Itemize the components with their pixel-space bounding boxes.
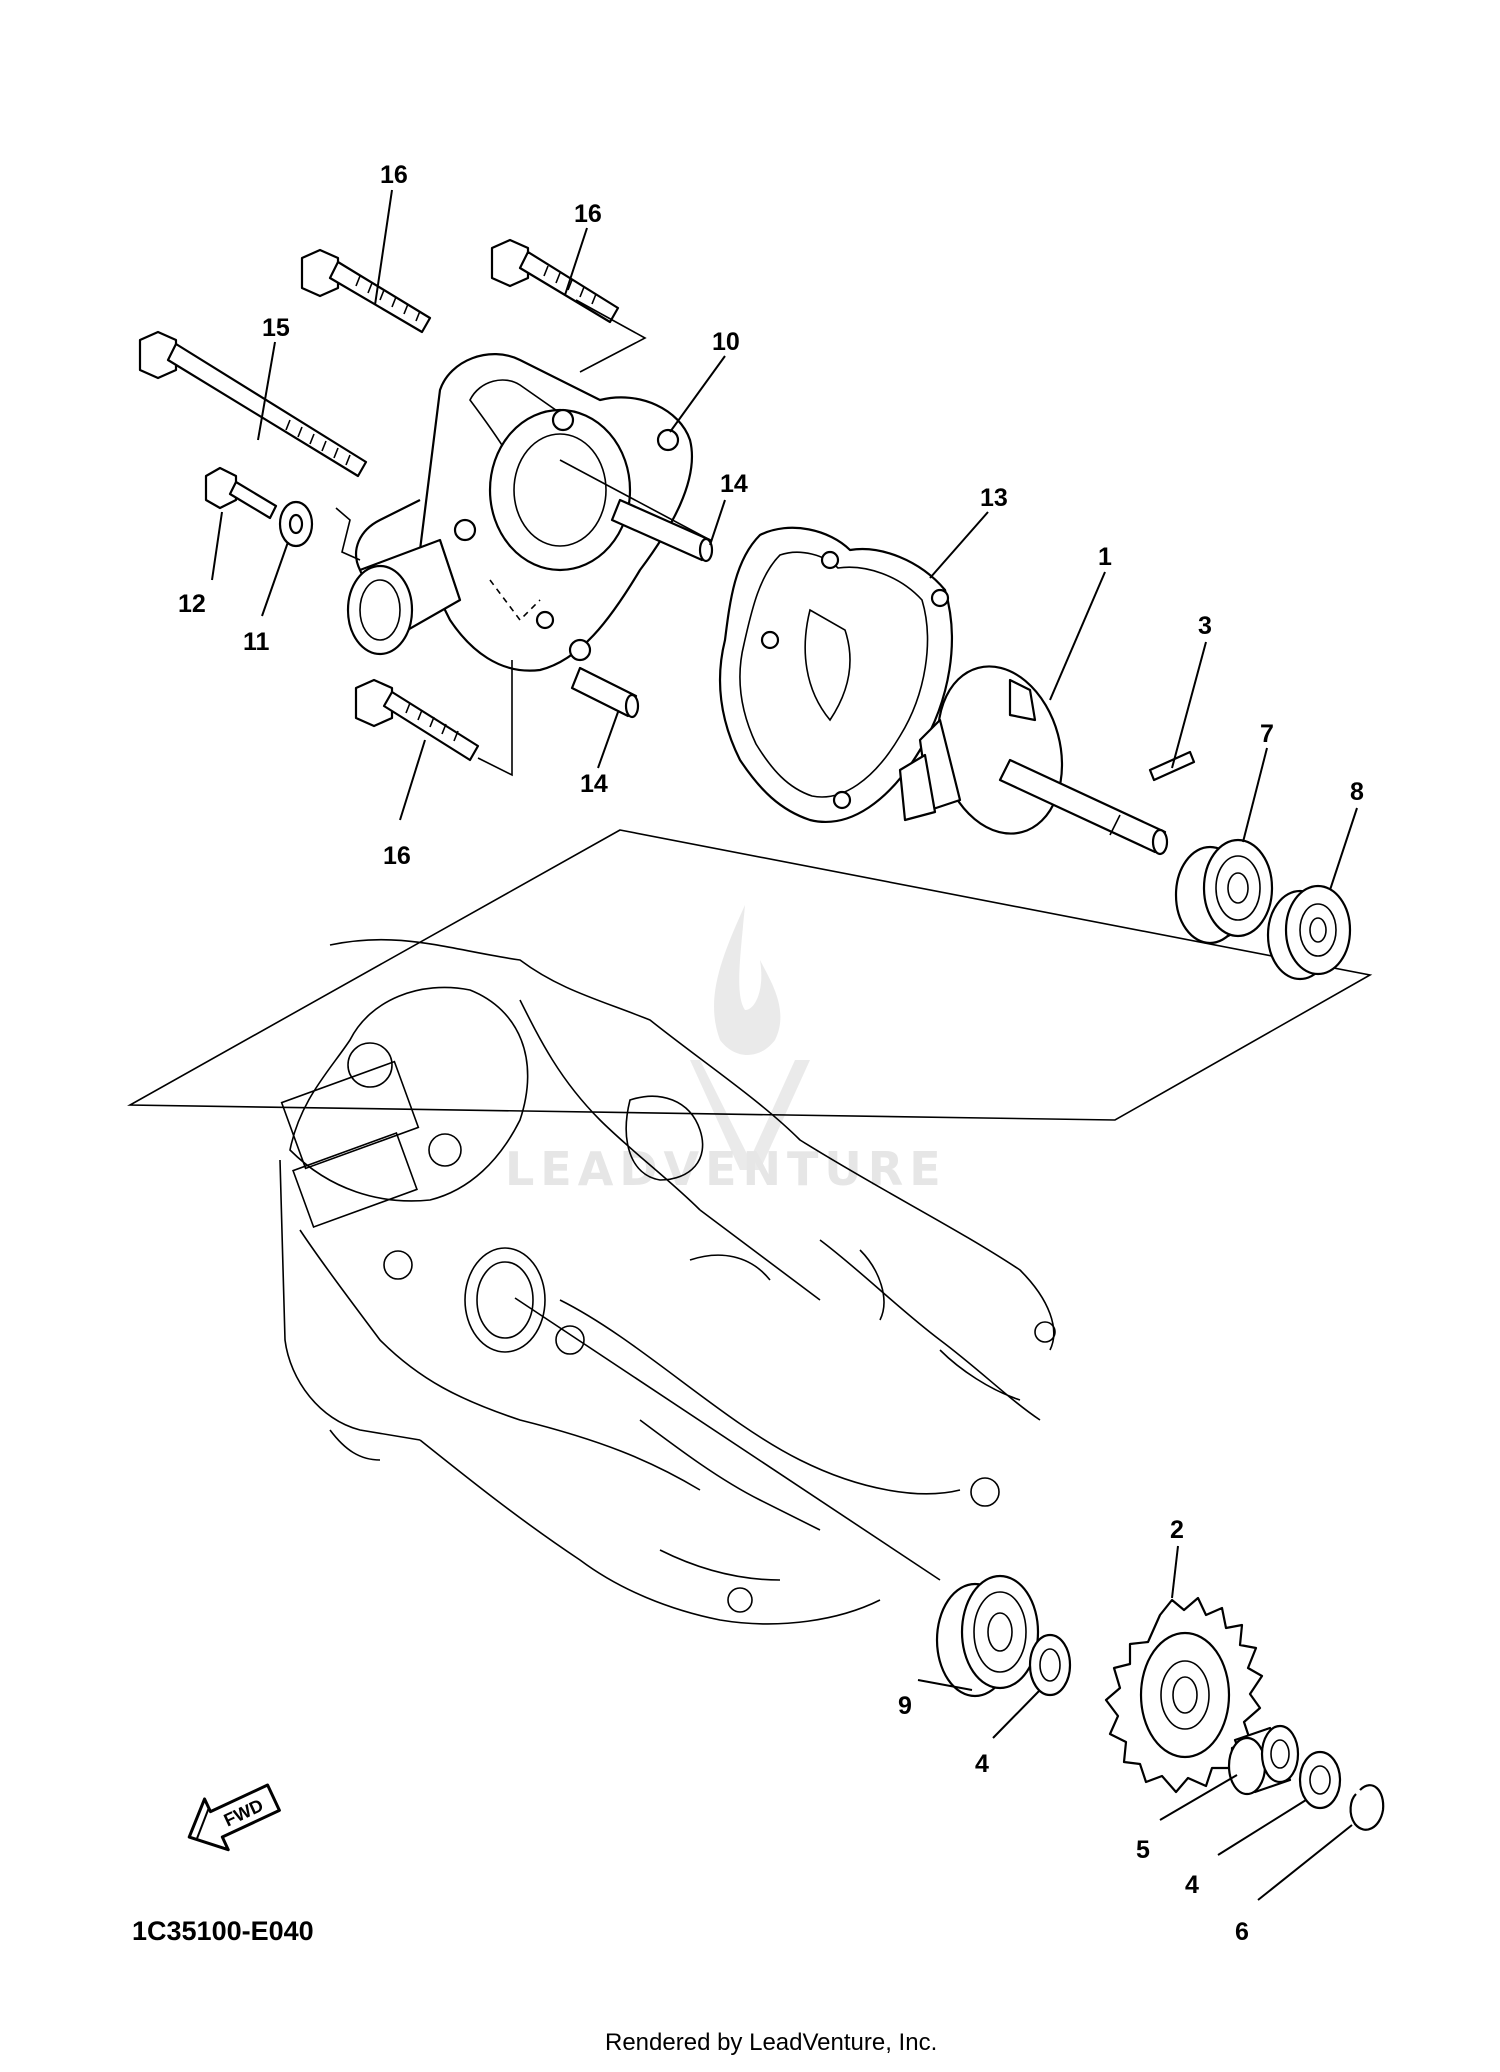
bearing-9 (935, 1574, 1040, 1698)
gear-2 (1104, 1596, 1264, 1794)
callout-11: 11 (243, 628, 270, 656)
washer-4-outer (1298, 1750, 1342, 1810)
washer-4-inner (1028, 1633, 1072, 1697)
gasket-13 (718, 526, 953, 823)
assembly-frame (127, 829, 1373, 1121)
callout-13: 13 (980, 484, 1008, 512)
alignment-line-housing (575, 299, 647, 373)
bolt-15 (138, 330, 368, 478)
watermark-text: LEADVENTURE (505, 1142, 947, 1196)
shaft-axis-line (514, 1297, 941, 1581)
washer-11 (278, 500, 314, 548)
callout-1: 1 (1098, 543, 1112, 571)
callout-14-lower: 14 (580, 770, 608, 798)
callout-5: 5 (1136, 1836, 1150, 1864)
callout-15: 15 (262, 314, 290, 342)
callout-7: 7 (1260, 720, 1274, 748)
callout-16-lower: 16 (383, 842, 411, 870)
callout-2: 2 (1170, 1516, 1184, 1544)
crankcase-drawing (279, 938, 1056, 1625)
pump-housing-10 (346, 353, 694, 672)
callout-3: 3 (1198, 612, 1212, 640)
alignment-line-pin (559, 459, 711, 541)
callout-6: 6 (1235, 1918, 1249, 1946)
dowel-pin-14-lower (570, 666, 640, 719)
circlip-6 (1349, 1784, 1385, 1831)
bolt-16-lower (354, 678, 480, 762)
forward-arrow-icon: FWD (187, 1783, 281, 1852)
dowel-pin-14-upper (610, 498, 714, 563)
alignment-line-bolt-lower (477, 660, 513, 777)
alignment-line-bolt-12 (335, 507, 361, 561)
callout-16-top-right: 16 (574, 200, 602, 228)
callout-4-outer: 4 (1185, 1871, 1199, 1899)
collar-5 (1227, 1724, 1300, 1796)
diagram-code: 1C35100-E040 (132, 1916, 314, 1946)
leader-lines (211, 189, 1358, 1901)
bearing-7 (1174, 838, 1274, 945)
bolt-12 (204, 466, 278, 520)
bolt-16-upper-right (490, 238, 620, 324)
callout-9: 9 (898, 1692, 912, 1720)
watermark-logo (690, 905, 810, 1170)
callout-10: 10 (712, 328, 740, 356)
footer-credit: Rendered by LeadVenture, Inc. (605, 2029, 937, 2056)
bolt-16-upper-left (300, 248, 432, 334)
seal-8 (1266, 884, 1352, 981)
callout-16-top-left: 16 (380, 161, 408, 189)
callout-12: 12 (178, 590, 206, 618)
callout-8: 8 (1350, 778, 1364, 806)
callout-14-upper: 14 (720, 470, 748, 498)
impeller-1 (898, 665, 1169, 856)
callout-4-inner: 4 (975, 1750, 989, 1778)
